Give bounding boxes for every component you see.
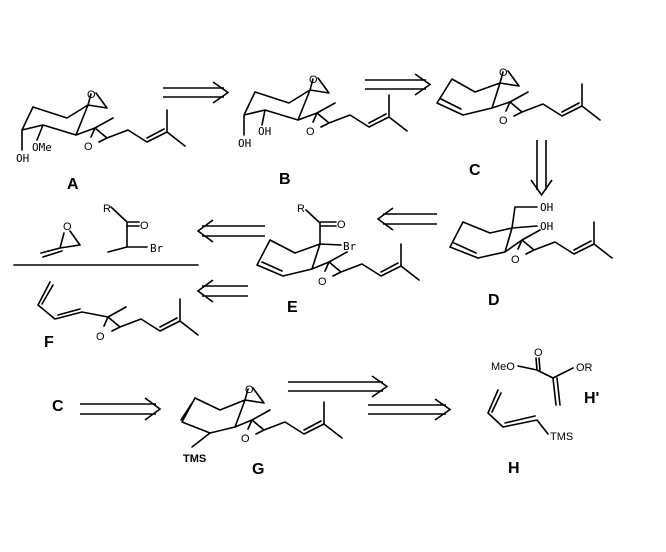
label-d: D [488,292,500,309]
e-br: Br [343,240,357,253]
compound-h-prime: MeO O OR H' [491,347,599,407]
atom-o: O [306,126,315,138]
retro-arrow-g-hprime [288,375,389,398]
label-c-repeat: C [52,398,64,415]
retro-arrow-b-c [365,73,432,96]
hp-or: OR [576,362,593,374]
atom-o: O [511,254,520,266]
a-oh: OH [16,152,29,165]
h-tms: TMS [550,431,573,443]
label-f: F [44,334,54,351]
frag-br: Br [150,242,164,255]
compound-e: O R O Br E [256,203,420,316]
retro-arrow-c-g [80,397,162,421]
atom-o: O [63,221,72,233]
e-r: R [297,203,305,215]
compound-d: O OH OH D [449,201,613,309]
b-oh-1: OH [238,137,251,150]
retro-arrow-c-d [530,140,553,197]
retro-arrow-e-f [196,279,248,303]
d-oh-2: OH [540,220,553,233]
label-e: E [287,299,298,316]
g-tms: TMS [183,453,206,465]
label-a: A [67,176,79,193]
atom-o: O [245,384,254,396]
atom-o: O [241,433,250,445]
label-h-prime: H' [584,390,599,407]
retro-arrow-a-b [163,81,230,104]
label-h: H [508,460,520,477]
hp-meo: MeO [491,361,515,373]
fragments: O R O Br [13,203,199,266]
retro-arrow-e-fragments [196,219,265,243]
compound-b: O O OH OH [238,74,408,150]
retro-arrow-g-h [368,398,452,421]
atom-o: O [96,331,105,343]
label-g: G [252,461,264,478]
compound-c: O O C [436,67,601,179]
retro-arrow-d-e [376,207,437,231]
atom-o: O [87,89,96,101]
label-c: C [469,162,481,179]
b-oh-2: OH [258,125,271,138]
label-b: B [279,171,291,188]
compound-a: O O OH OMe A [16,89,186,193]
atom-o: O [499,115,508,127]
compound-h: TMS H [487,389,573,477]
atom-o: O [84,141,93,153]
frag-o: O [140,220,149,232]
atom-o: O [499,67,508,79]
atom-o: O [309,74,318,86]
a-ome: OMe [32,141,52,154]
d-oh-1: OH [540,201,553,214]
compound-g: O O TMS G [180,384,343,478]
a-ring [21,104,96,151]
atom-o: O [318,276,327,288]
e-o: O [337,219,346,231]
compound-f: O F [37,281,199,351]
frag-r: R [103,203,111,215]
hp-o: O [534,347,543,359]
